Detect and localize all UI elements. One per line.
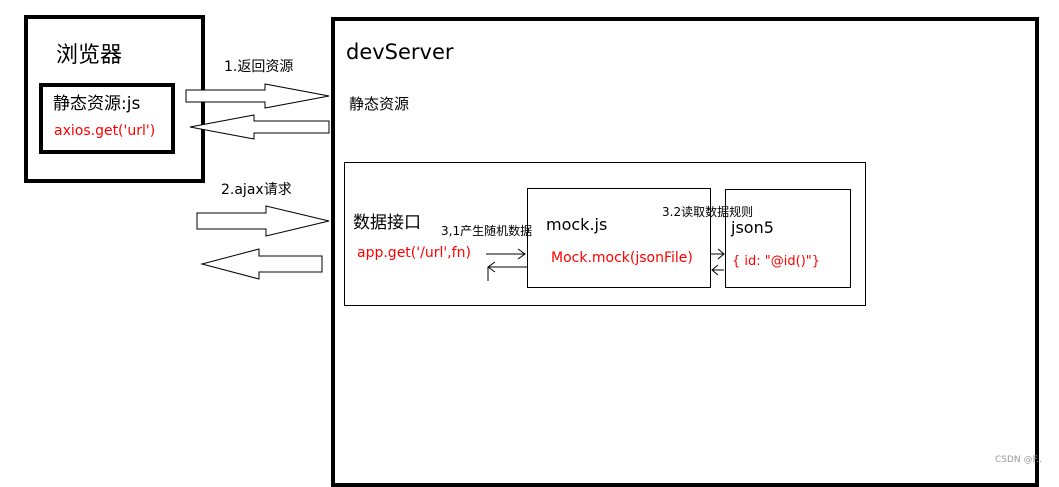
mock-box: [527, 188, 711, 288]
arrow-label-read-rules: 3.2读取数据规则: [662, 205, 754, 219]
devserver-title: devServer: [346, 40, 454, 64]
block-arrow-left-static: [189, 114, 330, 140]
watermark: CSDN @F..: [995, 455, 1042, 465]
block-arrow-right-static: [185, 83, 330, 109]
arrow-label-return-resources: 1.返回资源: [224, 59, 294, 75]
thin-arrow-mock-to-api: [487, 261, 527, 281]
json5-title: json5: [731, 218, 774, 237]
arrow-label-generate-random: 3,1产生随机数据: [441, 224, 533, 238]
thin-arrow-api-to-mock: [486, 248, 526, 260]
browser-title: 浏览器: [56, 43, 123, 68]
block-arrow-left-ajax: [200, 248, 323, 280]
mock-title: mock.js: [546, 215, 608, 234]
thin-arrow-json5-to-mock: [711, 264, 724, 276]
thin-arrow-mock-to-json5: [711, 248, 725, 260]
api-label: 数据接口: [353, 213, 421, 233]
devserver-static-label: 静态资源: [349, 95, 410, 113]
api-code: app.get('/url',fn): [357, 245, 471, 261]
block-arrow-right-ajax: [196, 205, 330, 237]
api-region-box: [344, 162, 866, 306]
json5-code: { id: "@id()"}: [732, 254, 821, 269]
arrow-label-ajax-request: 2.ajax请求: [221, 182, 292, 198]
json5-box: [725, 189, 851, 288]
static-js-box: [39, 83, 175, 154]
static-js-label: 静态资源:js: [53, 94, 141, 114]
axios-request-code: axios.get('url'): [54, 123, 156, 139]
arrows-layer: [185, 83, 725, 281]
mock-code: Mock.mock(jsonFile): [551, 250, 693, 266]
